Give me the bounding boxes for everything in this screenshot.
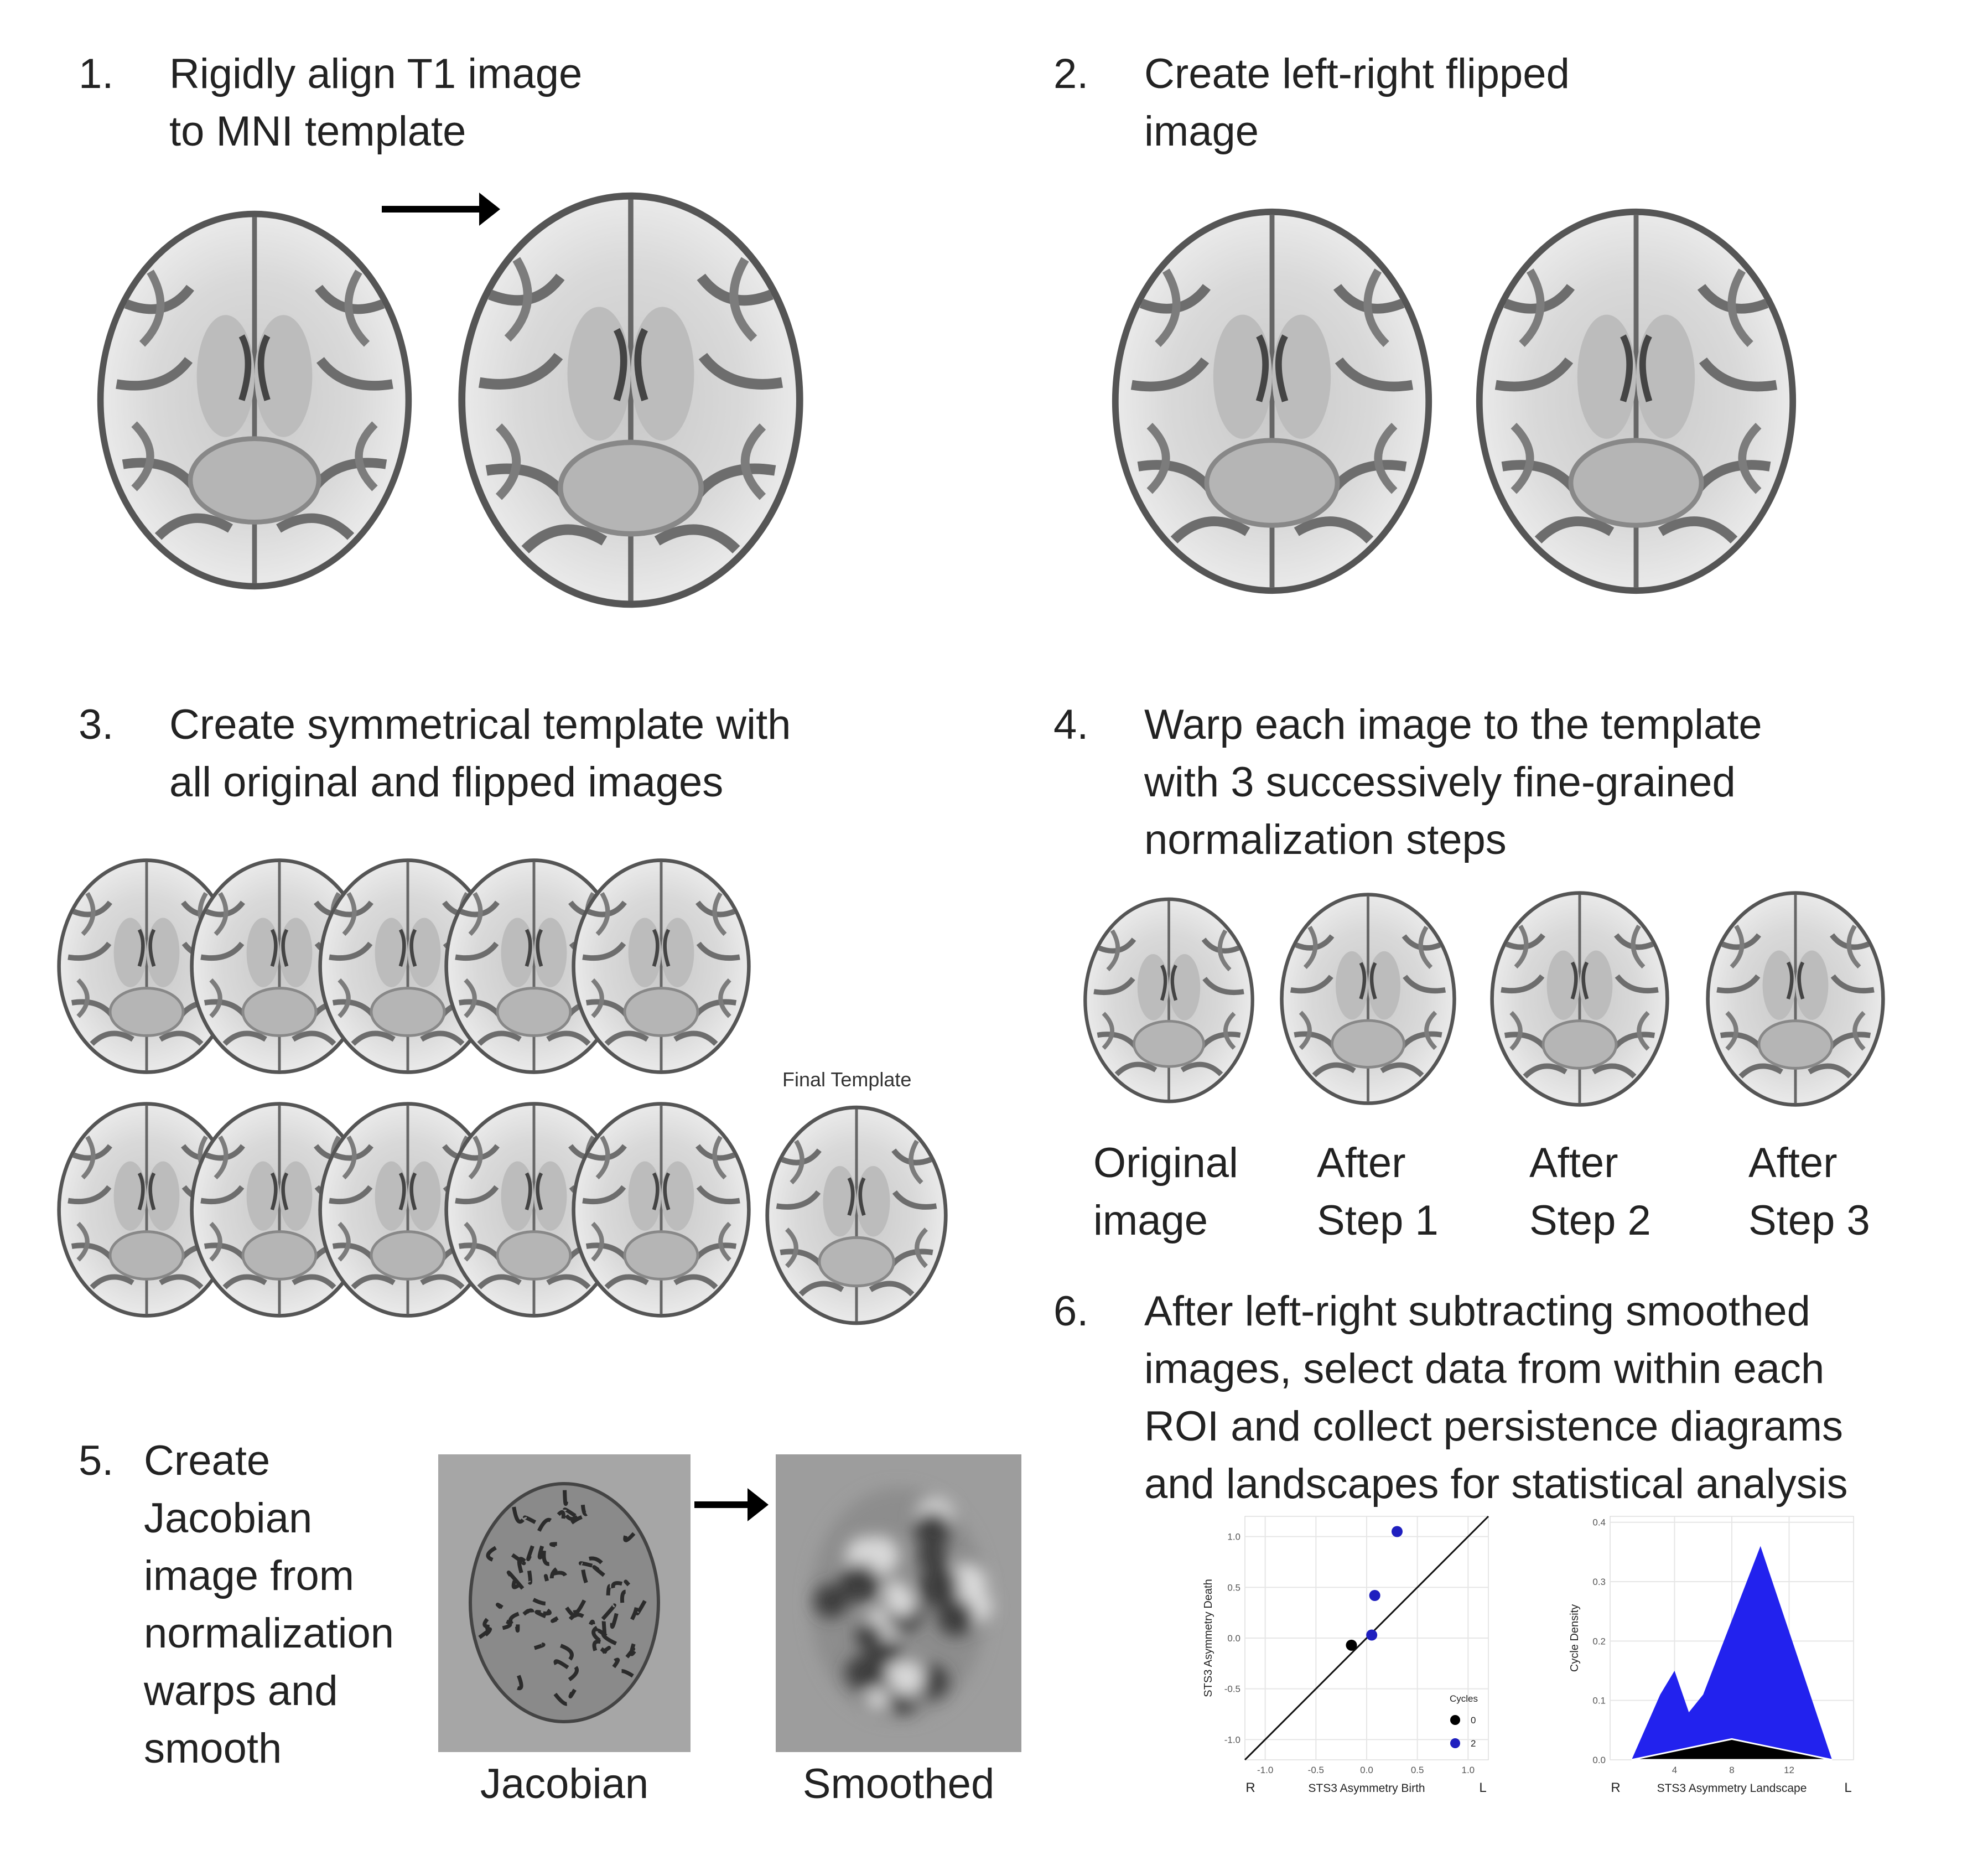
step4-brain-step3 — [1704, 880, 1887, 1118]
jacobian-image — [438, 1454, 691, 1752]
brain-slice-icon — [1473, 175, 1799, 628]
smoothed-image — [776, 1454, 1021, 1752]
step-3-number: 3. — [79, 701, 114, 748]
side-label-right: L — [1479, 1780, 1486, 1795]
step4-brain-step1 — [1278, 880, 1458, 1118]
side-label-left: R — [1245, 1780, 1255, 1795]
brain-slice-icon — [455, 173, 807, 628]
caption-original-image: Original image — [1093, 1139, 1238, 1244]
step-4-text: Warp each image to the template with 3 s… — [1144, 701, 1762, 863]
scatter-point — [1392, 1526, 1403, 1537]
x-axis-label: STS3 Asymmetry Birth — [1308, 1782, 1425, 1795]
landscape-area-1 — [1631, 1546, 1833, 1760]
x-tick-label: 1.0 — [1462, 1765, 1475, 1775]
caption-after-step-1: After Step 1 — [1317, 1139, 1439, 1244]
y-tick-label: 1.0 — [1227, 1532, 1240, 1542]
diagonal-line — [1244, 1515, 1489, 1761]
y-axis-label: Cycle Density — [1569, 1604, 1581, 1672]
final-template-brain — [764, 1098, 949, 1333]
landscape-area-2 — [1631, 1738, 1833, 1761]
legend-marker — [1450, 1738, 1460, 1748]
smoothed-label: Smoothed — [802, 1760, 995, 1807]
caption-after-step-2: After Step 2 — [1529, 1139, 1651, 1244]
y-tick-label: 0.3 — [1592, 1577, 1606, 1587]
scatter-point — [1366, 1629, 1378, 1641]
brain-slice-icon — [94, 173, 415, 628]
x-axis-label: STS3 Asymmetry Landscape — [1657, 1782, 1807, 1795]
final-template-label: Final Template — [782, 1068, 912, 1091]
x-tick-label: 0.5 — [1411, 1765, 1424, 1775]
step-4-number: 4. — [1053, 701, 1089, 748]
step-5-text: Create Jacobian image from normalization… — [144, 1437, 394, 1772]
step4-brain-original — [1082, 883, 1256, 1118]
legend-label: 2 — [1471, 1738, 1476, 1749]
caption-after-step-3: After Step 3 — [1748, 1139, 1870, 1244]
jacobian-label: Jacobian — [480, 1760, 649, 1807]
y-axis-label: STS3 Asymmetry Death — [1202, 1579, 1214, 1697]
legend-title: Cycles — [1450, 1693, 1478, 1704]
y-tick-label: 0.2 — [1592, 1636, 1606, 1646]
x-tick-label: 0.0 — [1360, 1765, 1373, 1775]
y-tick-label: 0.0 — [1227, 1633, 1240, 1644]
legend-label: 0 — [1471, 1715, 1476, 1726]
step-1-number: 1. — [79, 50, 114, 97]
step-1-text: Rigidly align T1 image to MNI template — [169, 50, 583, 155]
x-tick-label: -0.5 — [1308, 1765, 1324, 1775]
step-3-text: Create symmetrical template with all ori… — [169, 701, 791, 806]
step-6-number: 6. — [1053, 1288, 1089, 1335]
x-tick-label: 12 — [1784, 1765, 1794, 1775]
y-tick-label: -1.0 — [1224, 1734, 1240, 1745]
side-label-left: R — [1611, 1780, 1620, 1795]
y-tick-label: 0.1 — [1592, 1696, 1606, 1706]
y-tick-label: 0.4 — [1592, 1517, 1606, 1528]
step4-brain-step2 — [1488, 880, 1671, 1118]
step-5-number: 5. — [79, 1437, 114, 1484]
x-tick-label: -1.0 — [1257, 1765, 1273, 1775]
template-brain-5 — [570, 844, 752, 1088]
step-6-text: After left-right subtracting smoothed im… — [1144, 1288, 1848, 1507]
scatter-point — [1346, 1639, 1357, 1651]
step-2-text: Create left-right flipped image — [1144, 50, 1570, 155]
template-brain-10 — [570, 1088, 752, 1331]
y-tick-label: 0.5 — [1227, 1582, 1240, 1593]
y-tick-label: -0.5 — [1224, 1684, 1240, 1695]
step-2-number: 2. — [1053, 50, 1089, 97]
side-label-right: L — [1844, 1780, 1851, 1795]
scatter-point — [1369, 1590, 1380, 1601]
legend-marker — [1450, 1715, 1460, 1725]
x-tick-label: 8 — [1729, 1765, 1734, 1775]
x-tick-label: 4 — [1672, 1765, 1677, 1775]
brain-slice-icon — [1109, 175, 1435, 628]
y-tick-label: 0.0 — [1592, 1755, 1606, 1765]
arrow-right-icon — [694, 1488, 769, 1521]
arrow-right-icon — [382, 193, 500, 226]
